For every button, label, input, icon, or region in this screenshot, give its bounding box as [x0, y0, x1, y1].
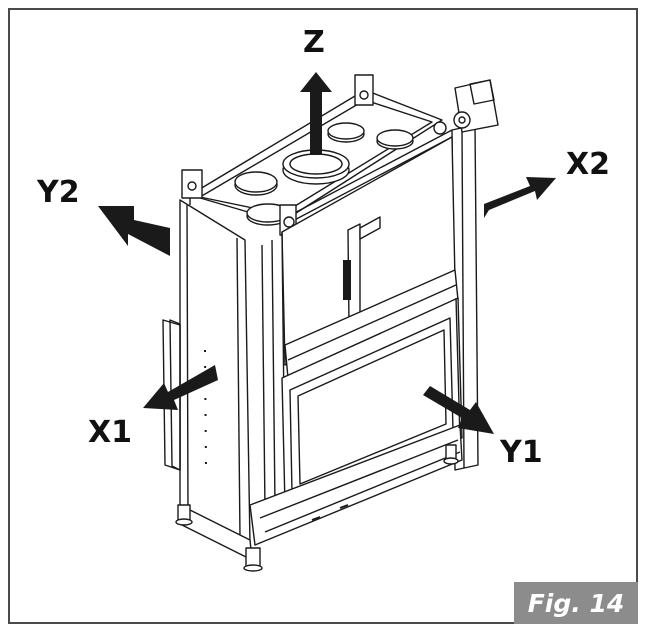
axis-label-x2: X2 — [566, 147, 611, 182]
flue-collars — [234, 122, 414, 226]
figure-frame — [8, 8, 638, 624]
feet — [175, 444, 459, 572]
arrow-y2 — [98, 206, 170, 256]
top-rails — [181, 74, 453, 236]
direction-arrows — [98, 72, 556, 434]
arrow-z — [300, 72, 332, 155]
arrow-x2 — [484, 177, 556, 218]
arrow-x1 — [143, 365, 218, 410]
axis-label-x1: X1 — [88, 415, 133, 450]
right-column — [433, 79, 499, 471]
figure-caption: Fig. 14 — [514, 582, 638, 624]
axis-label-y2: Y2 — [37, 175, 80, 210]
axis-label-z: Z — [303, 25, 325, 60]
axis-label-y1: Y1 — [500, 435, 543, 470]
arrow-y1 — [423, 386, 494, 434]
